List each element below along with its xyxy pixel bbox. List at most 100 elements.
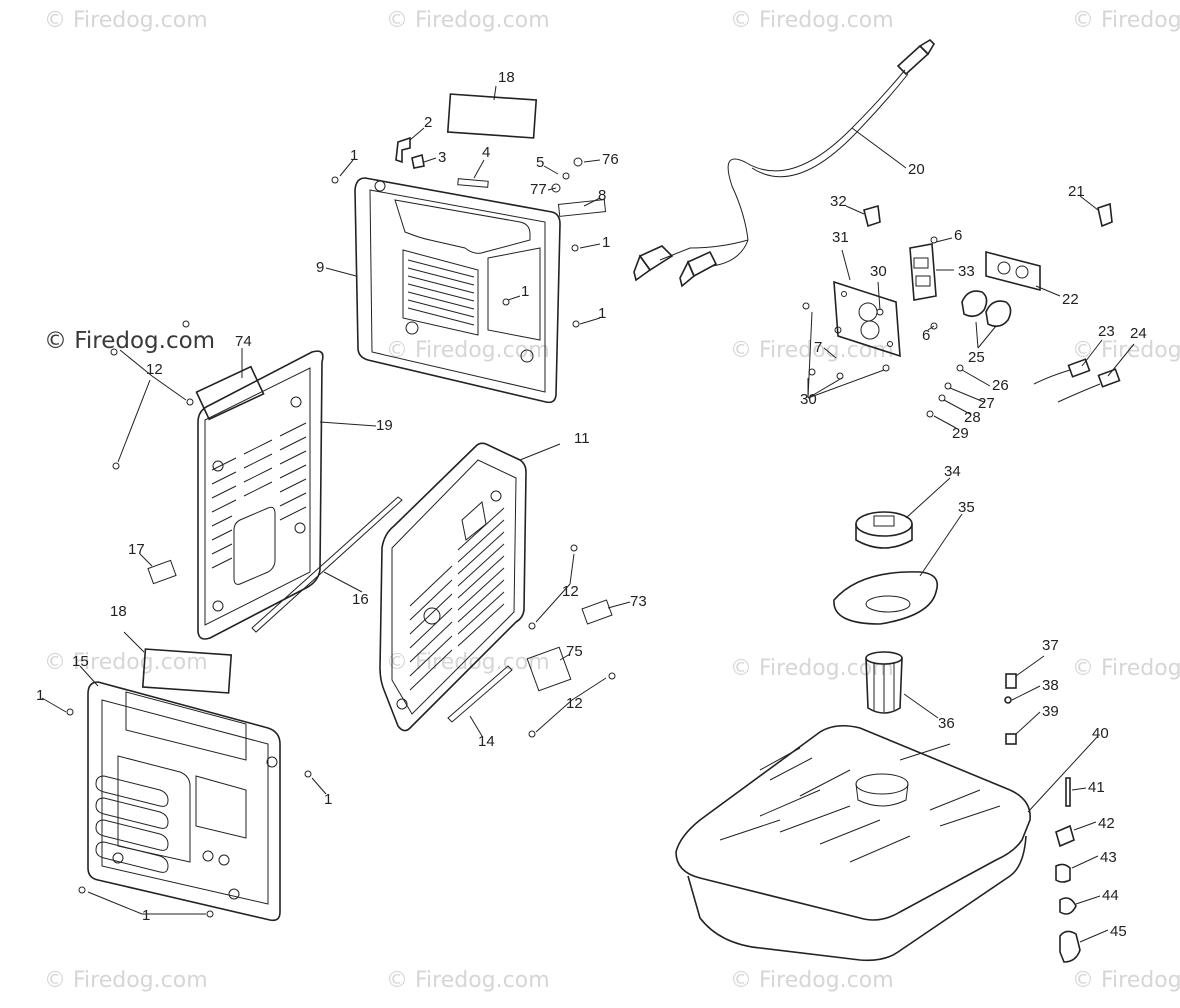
front-panel-15 [87,681,281,922]
callout-15: 15 [72,653,89,670]
callout-25: 25 [968,349,985,366]
outlet-33 [909,243,937,301]
callout-5: 5 [536,154,544,171]
callout-45: 45 [1110,923,1127,940]
watermark: © Firedog.com [1072,968,1180,993]
wire-24 [1057,383,1101,403]
callout-40: 40 [1092,725,1109,742]
decal-4 [457,178,489,188]
callout-26: 26 [992,377,1009,394]
watermark: © Firedog.com [386,968,550,993]
callout-11: 11 [574,430,590,447]
charge-cable-20 [633,38,936,288]
decal-73 [581,599,613,625]
watermark: © Firedog.com [1072,8,1180,33]
callout-12: 12 [562,583,579,600]
callout-38: 38 [1042,677,1059,694]
callout-16: 16 [352,591,369,608]
decal-18 [446,93,538,139]
callout-1: 1 [598,305,606,322]
callout-6: 6 [922,327,930,344]
breakers-25 [961,290,1012,328]
control-plate-31 [833,280,901,358]
watermark: © Firedog.com [730,968,894,993]
callout-1: 1 [324,791,332,808]
callout-32: 32 [830,193,847,210]
fuel-tank-40 [675,724,1031,962]
callout-7: 7 [814,339,822,356]
watermark: © Firedog.com [44,8,208,33]
callout-44: 44 [1102,887,1119,904]
callout-12: 12 [566,695,583,712]
callout-76: 76 [602,151,619,168]
callout-14: 14 [478,733,495,750]
watermark: © Firedog.com [44,328,216,354]
watermark: © Firedog.com [44,650,208,675]
cover-22 [985,250,1041,292]
callout-1: 1 [521,283,529,300]
callout-2: 2 [424,114,432,131]
wire-23 [1033,369,1071,385]
watermark: © Firedog.com [386,338,550,363]
callout-1: 1 [36,687,44,704]
screws [66,157,964,918]
callout-34: 34 [944,463,961,480]
callout-39: 39 [1042,703,1059,720]
watermark: © Firedog.com [386,8,550,33]
leader-lines [41,85,1135,943]
watermark: © Firedog.com [730,338,894,363]
callout-24: 24 [1130,325,1147,342]
callout-22: 22 [1062,291,1079,308]
seal-14 [447,665,513,723]
bracket-2 [395,136,411,164]
callout-41: 41 [1088,779,1105,796]
callout-20: 20 [908,161,925,178]
callout-27: 27 [978,395,995,412]
decal-8 [557,199,607,217]
clip-32 [863,204,881,228]
side-panel-9 [354,177,561,404]
callout-28: 28 [964,409,981,426]
callout-30: 30 [870,263,887,280]
callout-21: 21 [1068,183,1085,200]
fuel-cap-34 [855,511,913,549]
callout-75: 75 [566,643,583,660]
callout-35: 35 [958,499,975,516]
decal-75 [526,646,572,692]
callout-23: 23 [1098,323,1115,340]
callout-74: 74 [235,333,252,350]
callout-6: 6 [954,227,962,244]
callout-19: 19 [376,417,393,434]
watermark: © Firedog.com [1072,338,1180,363]
callout-4: 4 [482,144,490,161]
callout-77: 77 [530,181,547,198]
callouts: 1 2 3 4 5 76 77 8 9 1 1 1 18 74 12 19 17… [36,69,1147,940]
strainer-35 [833,571,939,625]
decal-17 [147,559,177,585]
watermark: © Firedog.com [1072,656,1180,681]
callout-1: 1 [350,147,358,164]
clip-3 [411,153,425,169]
decal-74 [195,365,265,421]
callout-36: 36 [938,715,955,732]
panel-11 [379,442,527,732]
callout-1: 1 [602,234,610,251]
callout-73: 73 [630,593,647,610]
panel-19 [197,350,324,640]
callout-3: 3 [438,149,446,166]
watermark: © Firedog.com [44,968,208,993]
callout-1: 1 [142,907,150,924]
callout-8: 8 [598,187,606,204]
callout-43: 43 [1100,849,1117,866]
decal-18-lower [141,648,233,694]
callout-18: 18 [498,69,515,86]
clip-21 [1097,202,1113,228]
callout-31: 31 [832,229,849,246]
seal-16 [251,496,403,633]
callout-42: 42 [1098,815,1115,832]
callout-12: 12 [146,361,163,378]
callout-29: 29 [952,425,969,442]
callout-37: 37 [1042,637,1059,654]
